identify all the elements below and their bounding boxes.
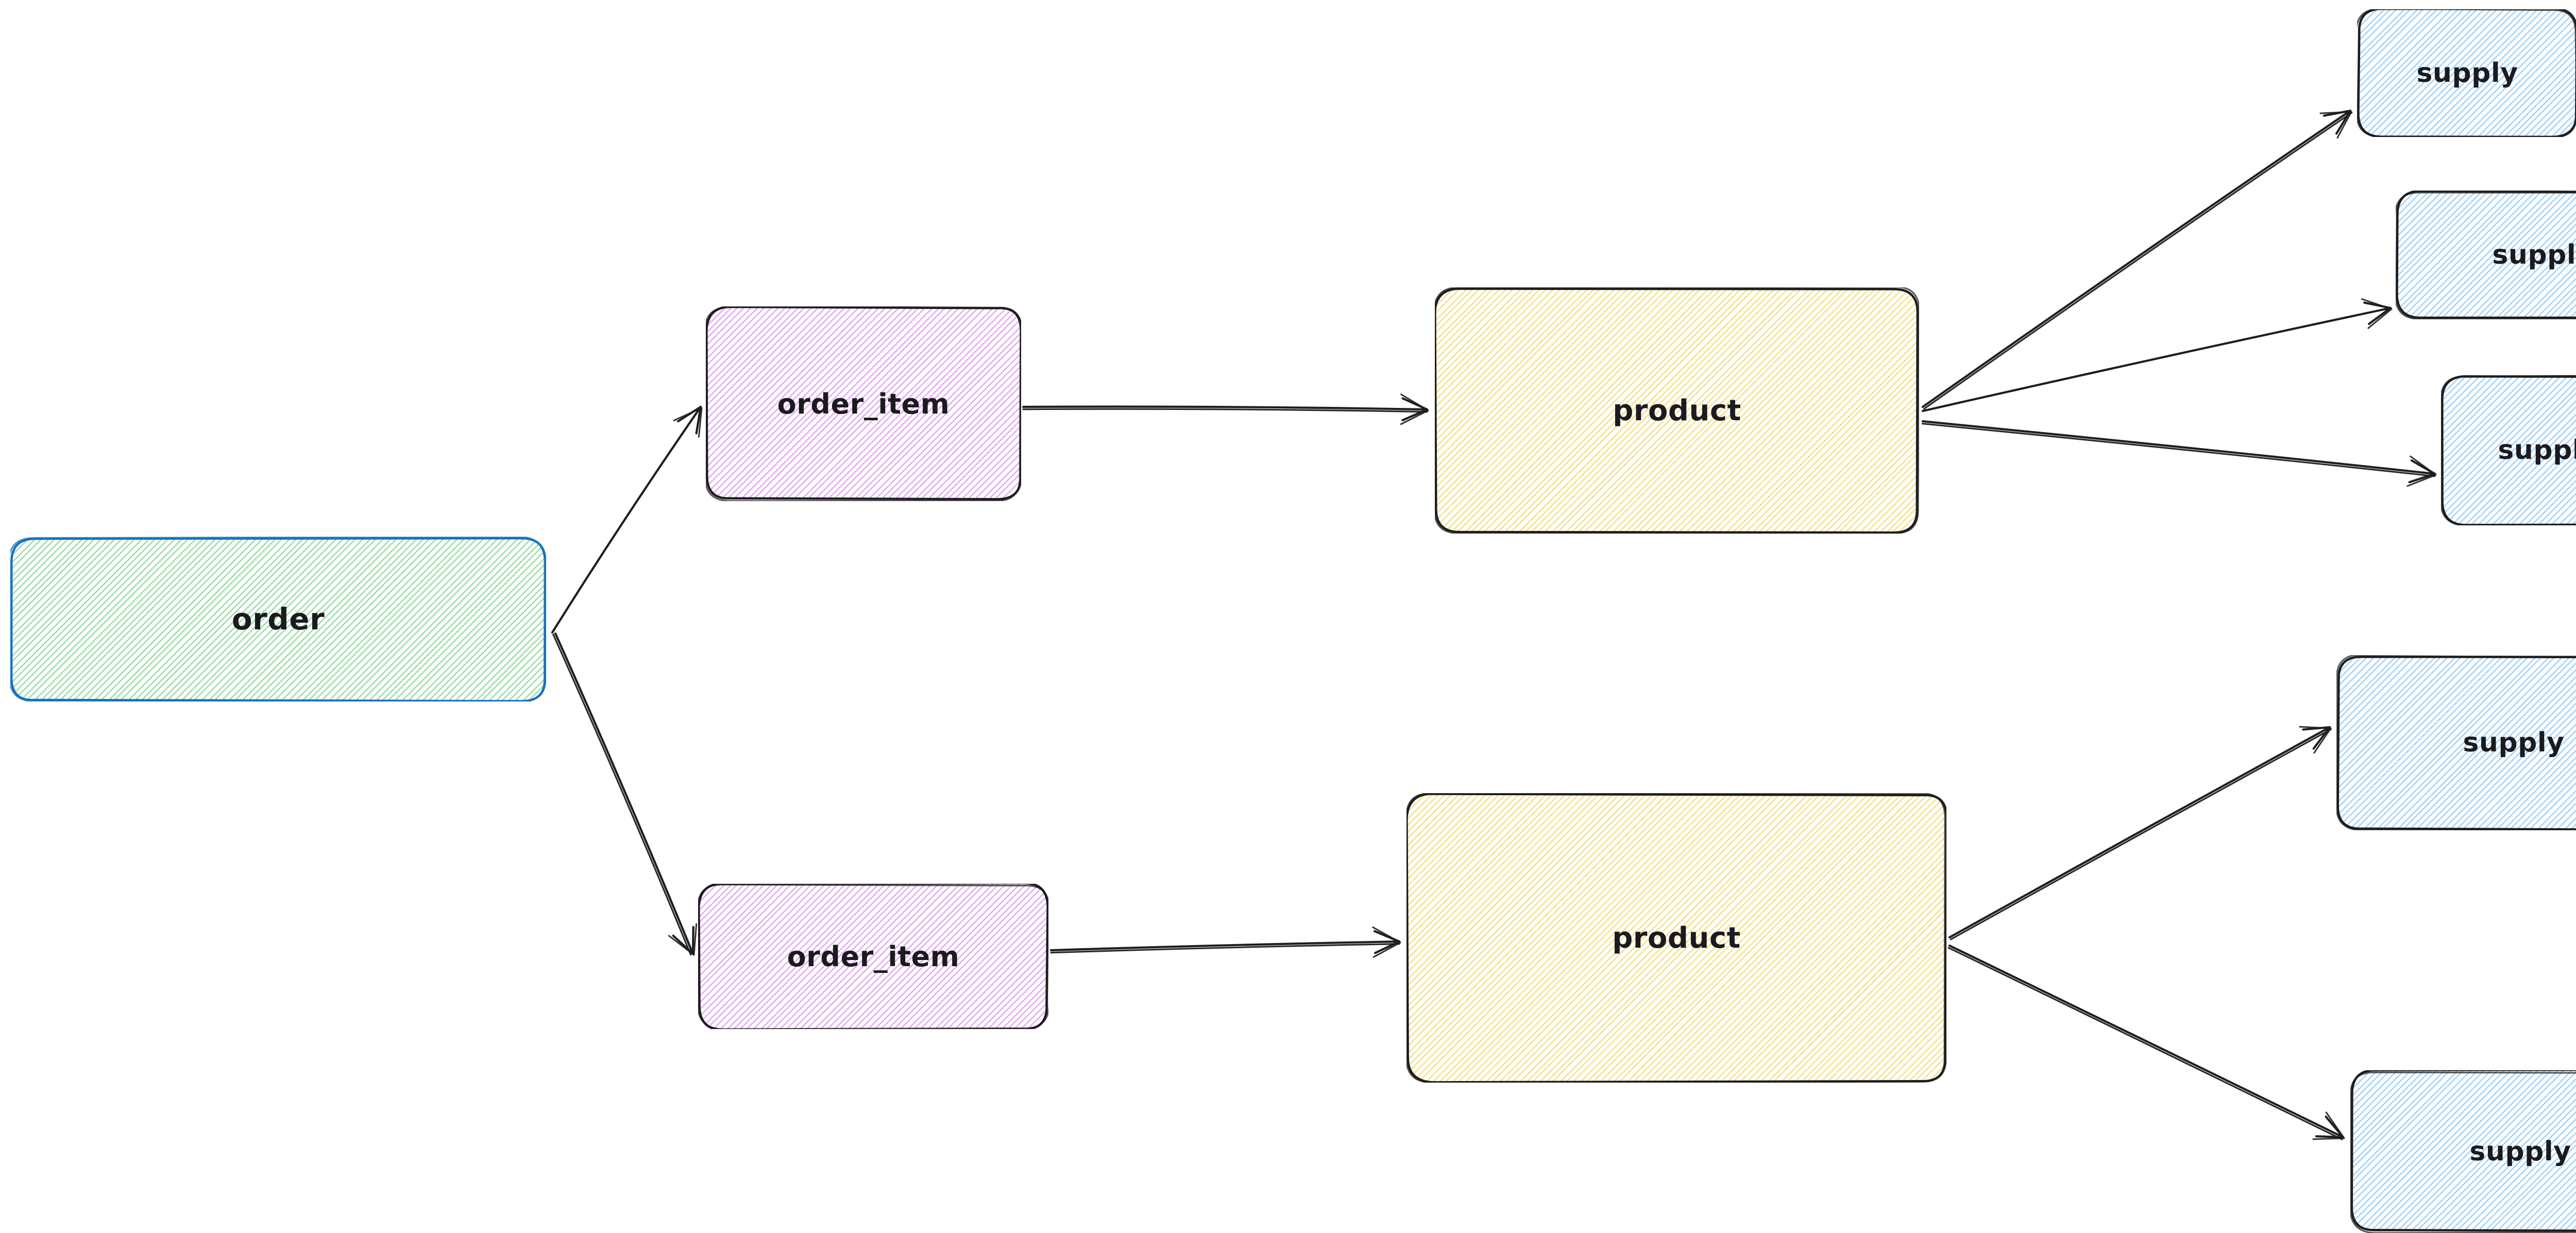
node-label: supply bbox=[2416, 58, 2518, 89]
node-label: supply bbox=[2498, 435, 2576, 466]
node-shape bbox=[1406, 793, 1946, 1083]
edge-e9 bbox=[1947, 944, 2345, 1140]
edge-e3 bbox=[1022, 393, 1429, 425]
node-shape bbox=[2350, 1070, 2576, 1233]
edge-e4 bbox=[1921, 109, 2353, 410]
node-shape bbox=[1435, 287, 1919, 534]
node-supply_5[interactable]: supply bbox=[2350, 1070, 2576, 1233]
node-label: supply bbox=[2492, 239, 2576, 270]
node-shape bbox=[2336, 655, 2576, 830]
node-label: order_item bbox=[787, 940, 960, 973]
node-supply_2[interactable]: supply bbox=[2396, 191, 2576, 319]
node-shape bbox=[706, 306, 1021, 501]
node-shape bbox=[698, 884, 1048, 1029]
node-label: product bbox=[1613, 393, 1741, 427]
node-label: order_item bbox=[777, 387, 950, 420]
edge-e7 bbox=[1049, 926, 1401, 958]
node-supply_1[interactable]: supply bbox=[2357, 9, 2576, 137]
edge-e2 bbox=[552, 632, 698, 956]
node-shape bbox=[2357, 9, 2576, 137]
node-order[interactable]: order bbox=[10, 537, 546, 701]
node-order_item_1[interactable]: order_item bbox=[706, 306, 1021, 501]
edge-e5 bbox=[1921, 298, 2393, 413]
node-label: product bbox=[1612, 921, 1741, 955]
node-product_2[interactable]: product bbox=[1406, 793, 1946, 1083]
node-label: supply bbox=[2463, 727, 2565, 758]
node-supply_4[interactable]: supply bbox=[2336, 655, 2576, 830]
edge-e6 bbox=[1921, 420, 2437, 487]
node-supply_3[interactable]: supply bbox=[2441, 375, 2576, 525]
node-product_1[interactable]: product bbox=[1435, 287, 1919, 534]
node-shape bbox=[2441, 375, 2576, 525]
node-shape bbox=[10, 537, 546, 701]
node-order_item_2[interactable]: order_item bbox=[698, 884, 1048, 1029]
node-shape bbox=[2396, 191, 2576, 319]
edge-e8 bbox=[1948, 726, 2332, 940]
edge-e1 bbox=[551, 405, 703, 634]
node-label: supply bbox=[2469, 1136, 2571, 1167]
node-label: order bbox=[231, 602, 325, 637]
